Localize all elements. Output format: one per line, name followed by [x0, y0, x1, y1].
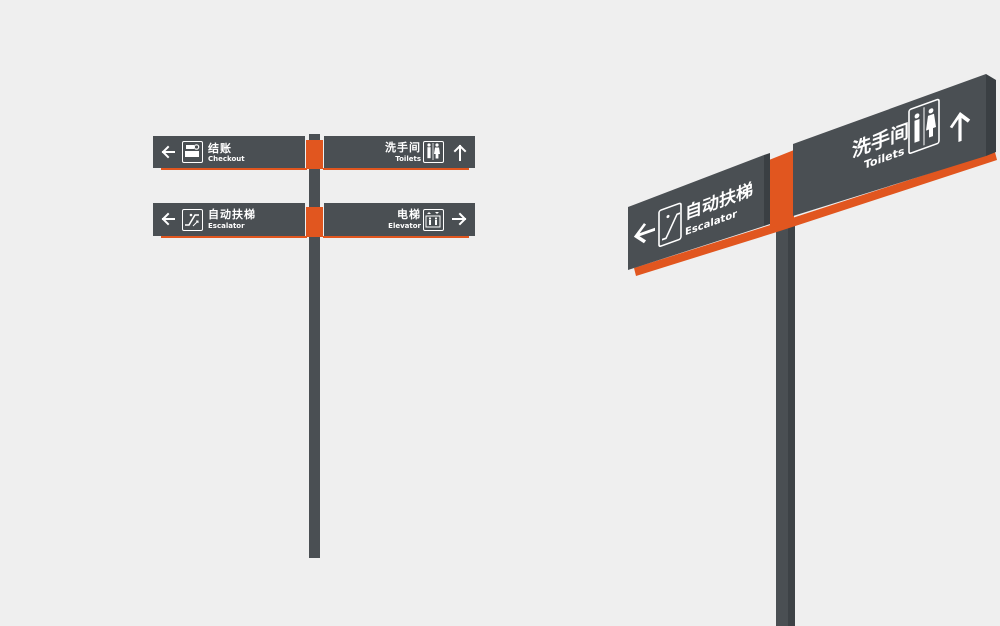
front-panel-underline — [161, 168, 307, 170]
escalator-icon — [658, 202, 682, 248]
toilets-label-en: Toilets — [395, 155, 421, 163]
perspective-pole-side — [788, 224, 795, 626]
perspective-left-panel-edge — [764, 153, 770, 226]
checkout-cash-register-icon — [182, 141, 203, 163]
perspective-connector — [769, 150, 794, 228]
sign-panel-toilets: 洗手间 Toilets — [324, 136, 475, 168]
toilet-man-woman-icon — [423, 141, 444, 163]
perspective-right-panel — [793, 74, 986, 216]
escalator-label-zh: 自动扶梯 — [208, 208, 256, 221]
front-pole — [309, 134, 320, 558]
toilet-man-woman-icon — [908, 98, 940, 155]
toilets-label-zh: 洗手间 — [385, 141, 421, 154]
sign-panel-elevator: 电梯 Elevator — [324, 203, 475, 236]
arrow-up-icon — [453, 144, 467, 161]
escalator-icon — [182, 209, 203, 231]
elevator-icon — [423, 209, 444, 231]
perspective-accent-base — [634, 152, 997, 276]
arrow-left-icon — [161, 145, 175, 159]
front-panel-underline — [323, 236, 469, 238]
elevator-label-en: Elevator — [388, 222, 421, 230]
front-connector-bottom — [306, 207, 323, 237]
elevator-label-zh: 电梯 — [397, 208, 421, 221]
arrow-left-icon — [633, 223, 655, 244]
perspective-right-panel-edge — [986, 74, 996, 156]
sign-panel-checkout: 结账 Checkout — [153, 136, 305, 168]
checkout-label-zh: 结账 — [208, 142, 232, 155]
arrow-up-icon — [949, 112, 971, 142]
arrow-left-icon — [161, 212, 175, 226]
perspective-left-panel — [628, 155, 764, 270]
escalator-label-en: Escalator — [208, 222, 245, 230]
sign-panel-escalator: 自动扶梯 Escalator — [153, 203, 305, 236]
front-panel-underline — [161, 236, 307, 238]
checkout-label-en: Checkout — [208, 155, 245, 163]
front-panel-underline — [323, 168, 469, 170]
arrow-right-icon — [452, 212, 467, 226]
front-connector-top — [306, 140, 323, 169]
